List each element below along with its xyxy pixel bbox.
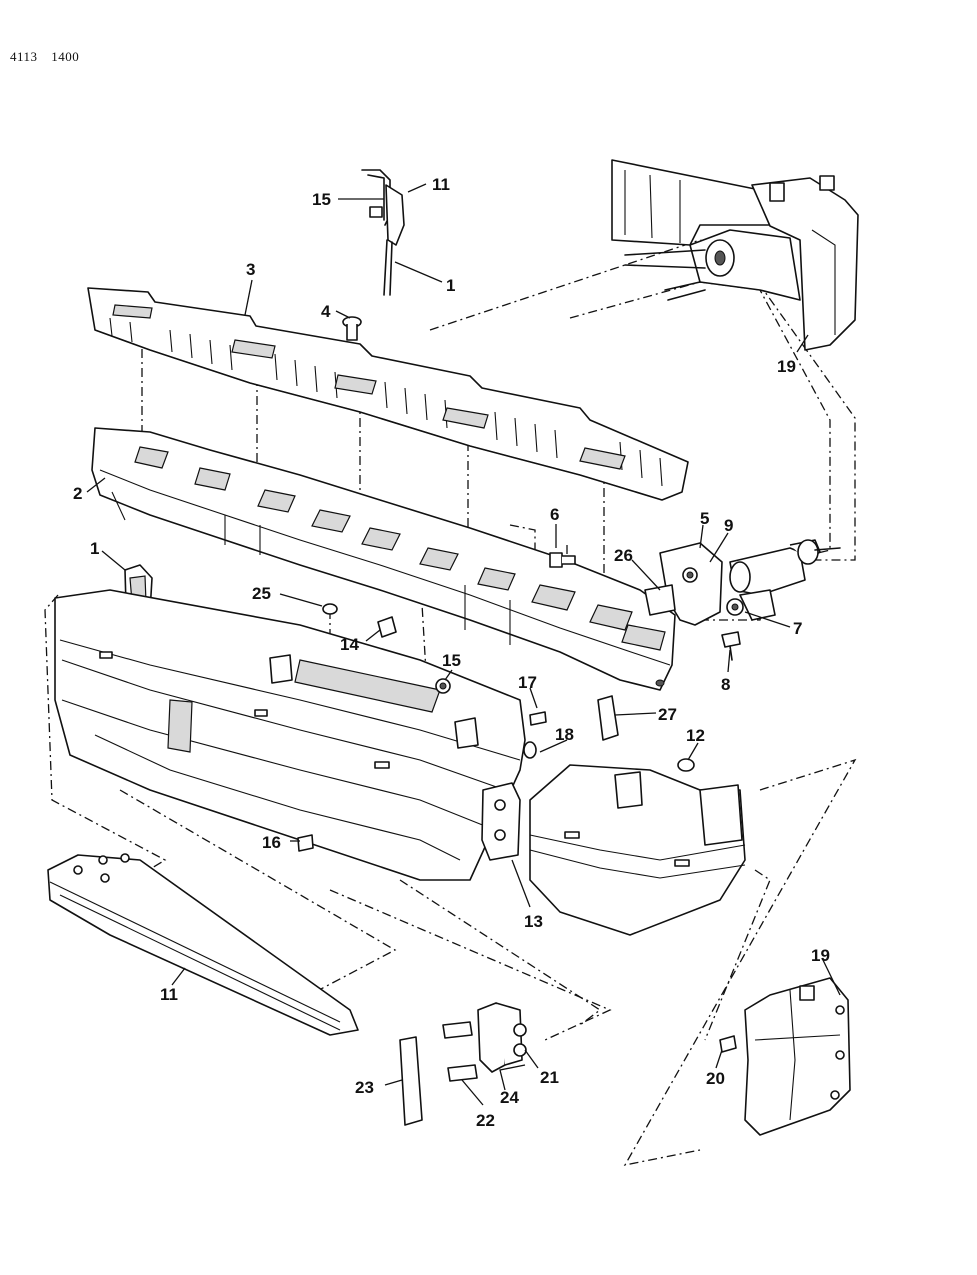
callout-18: 18: [555, 725, 574, 744]
callout-24: 24: [500, 1088, 519, 1107]
callout-19-upper: 19: [777, 357, 796, 376]
callout-13: 13: [524, 912, 543, 931]
mounting-bolt: [549, 552, 576, 568]
callout-8: 8: [721, 675, 730, 694]
callout-16: 16: [262, 833, 281, 852]
callout-15-upper: 15: [312, 190, 331, 209]
callout-27: 27: [658, 705, 677, 724]
callout-15-middle: 15: [442, 651, 461, 670]
figure-page-code: 1400: [51, 49, 80, 64]
callout-7: 7: [793, 619, 802, 638]
callout-14: 14: [340, 635, 359, 654]
bumper-face-bar: [54, 589, 526, 881]
end-bracket: [481, 782, 521, 861]
callout-leader-lines: [86, 183, 841, 1106]
callout-9: 9: [724, 516, 733, 535]
diagram-header: 4113 1400: [10, 49, 89, 65]
upper-reinforcement-rail: [87, 287, 689, 501]
callout-19-lower: 19: [811, 946, 830, 965]
callout-1-upper: 1: [446, 276, 455, 295]
callout-1-left: 1: [90, 539, 99, 558]
callout-26: 26: [614, 546, 633, 565]
callout-12: 12: [686, 726, 705, 745]
lower-molding-strip: [47, 853, 359, 1036]
callout-23: 23: [355, 1078, 374, 1097]
right-isolator-assembly: [644, 539, 841, 661]
upper-wiring-lamp-assembly: [361, 169, 405, 296]
callout-11-lower: 11: [160, 985, 178, 1004]
retainer-pin: [342, 316, 362, 341]
energy-absorber: [91, 427, 676, 691]
callout-21: 21: [540, 1068, 559, 1087]
callout-20: 20: [706, 1069, 725, 1088]
upper-right-body-bracket: [611, 159, 859, 351]
fasteners: [297, 603, 695, 852]
bumper-end-cap: [529, 764, 746, 936]
callout-5: 5: [700, 509, 709, 528]
callout-17: 17: [518, 673, 537, 692]
callout-2: 2: [73, 484, 82, 503]
tow-hook-cover-assembly: [399, 1002, 527, 1126]
callout-6: 6: [550, 505, 559, 524]
callout-4: 4: [321, 302, 331, 321]
lower-right-body-bracket: [719, 977, 851, 1136]
callout-labels: 11 15 1 3 4 19 2 6 5 9 26 1 25 7 14 8 15…: [73, 175, 830, 1130]
callout-25: 25: [252, 584, 271, 603]
callout-3: 3: [246, 260, 255, 279]
callout-22: 22: [476, 1111, 495, 1130]
figure-code: 4113: [10, 49, 38, 64]
callout-11-upper: 11: [432, 175, 450, 194]
